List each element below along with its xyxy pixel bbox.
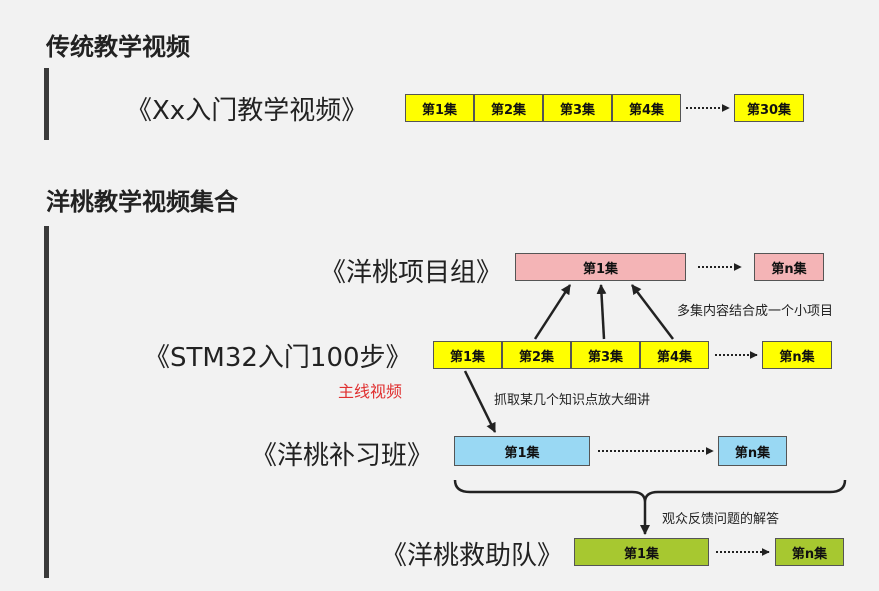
rescue-series-title: 《洋桃救助队》 — [381, 541, 564, 571]
combine-arrow-center — [596, 284, 607, 340]
section-bar-yangtao — [44, 226, 49, 578]
tutoring-series-title: 《洋桃补习班》 — [251, 441, 434, 471]
section-bar-traditional — [44, 68, 49, 140]
section-heading-traditional: 传统教学视频 — [46, 33, 190, 61]
extract-arrow — [463, 370, 497, 433]
rescue-episode-last: 第n集 — [775, 538, 844, 566]
section-heading-yangtao: 洋桃教学视频集合 — [46, 188, 238, 216]
combine-annotation: 多集内容结合成一个小项目 — [677, 304, 834, 319]
rescue-episode-1: 第1集 — [574, 538, 709, 566]
traditional-episode-3: 第3集 — [543, 94, 612, 122]
stm32-episode-3: 第3集 — [571, 341, 640, 369]
project-episode-last: 第n集 — [754, 253, 824, 281]
traditional-episode-1: 第1集 — [405, 94, 474, 122]
tutoring-episode-last: 第n集 — [718, 436, 787, 466]
traditional-episode-last: 第30集 — [734, 94, 804, 122]
stm32-episode-1: 第1集 — [433, 341, 502, 369]
stm32-series-title: 《STM32入门100步》 — [144, 343, 412, 373]
traditional-series-title: 《Xx入门教学视频》 — [126, 96, 368, 126]
feedback-annotation: 观众反馈问题的解答 — [662, 512, 780, 527]
feedback-brace — [453, 479, 847, 503]
extract-annotation: 抓取某几个知识点放大细讲 — [494, 393, 651, 408]
project-episode-1: 第1集 — [515, 253, 686, 281]
traditional-episode-2: 第2集 — [474, 94, 543, 122]
project-series-title: 《洋桃项目组》 — [320, 258, 503, 288]
stm32-episode-2: 第2集 — [502, 341, 571, 369]
combine-arrow-right — [631, 284, 674, 340]
mainline-video-label: 主线视频 — [338, 382, 403, 401]
stm32-episode-4: 第4集 — [640, 341, 709, 369]
stm32-episode-last: 第n集 — [762, 341, 832, 369]
combine-arrow-left — [533, 284, 572, 340]
traditional-episode-4: 第4集 — [612, 94, 681, 122]
tutoring-episode-1: 第1集 — [454, 436, 590, 466]
